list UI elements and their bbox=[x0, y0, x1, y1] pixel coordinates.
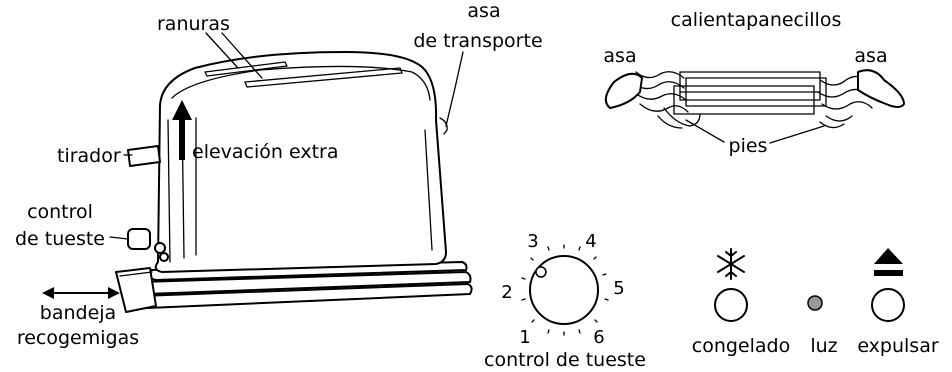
dial-setting-3: 3 bbox=[527, 231, 538, 252]
left-handle bbox=[604, 72, 643, 109]
label-lever: tirador bbox=[57, 145, 121, 167]
eject-icon bbox=[874, 248, 903, 276]
label-carry-handle-2: de transporte bbox=[413, 30, 542, 52]
label-crumb-tray-1: bandeja bbox=[40, 302, 116, 324]
label-slots: ranuras bbox=[157, 13, 230, 35]
dial-setting-6: 6 bbox=[593, 327, 604, 348]
label-carry-handle-1: asa bbox=[467, 0, 500, 22]
dial-setting-1: 1 bbox=[519, 327, 530, 348]
browning-dial bbox=[521, 244, 609, 336]
eject-button[interactable] bbox=[871, 288, 905, 322]
feet-leader-lines bbox=[685, 119, 825, 144]
label-light: luz bbox=[810, 335, 837, 357]
dial-setting-4: 4 bbox=[585, 231, 596, 252]
bun-warmer-illustration bbox=[604, 69, 905, 129]
label-eject: expulsar bbox=[857, 335, 939, 357]
label-browning-control-2: de tueste bbox=[15, 228, 105, 250]
dial-setting-5: 5 bbox=[613, 278, 624, 299]
label-frozen: congelado bbox=[692, 335, 790, 357]
light-indicator bbox=[807, 295, 823, 311]
browning-knob bbox=[127, 228, 151, 250]
dial-caption: control de tueste bbox=[484, 349, 646, 371]
toaster-illustration bbox=[115, 51, 473, 313]
label-handle-left: asa bbox=[603, 45, 636, 67]
label-extra-lift: elevación extra bbox=[192, 141, 338, 163]
crumb-tray-arrow bbox=[42, 287, 120, 299]
bun-warmer-title: calientapanecillos bbox=[671, 9, 842, 31]
label-browning-control-1: control bbox=[27, 201, 93, 223]
snowflake-icon bbox=[717, 248, 745, 280]
right-handle bbox=[857, 69, 905, 108]
frozen-button[interactable] bbox=[714, 288, 748, 322]
extra-lift-arrow bbox=[172, 100, 192, 160]
dial-indicator bbox=[535, 266, 547, 278]
label-feet: pies bbox=[729, 135, 768, 157]
leader-lines bbox=[109, 32, 464, 240]
dial-setting-2: 2 bbox=[501, 282, 512, 303]
label-handle-right: asa bbox=[854, 45, 887, 67]
label-crumb-tray-2: recogemigas bbox=[17, 327, 139, 349]
